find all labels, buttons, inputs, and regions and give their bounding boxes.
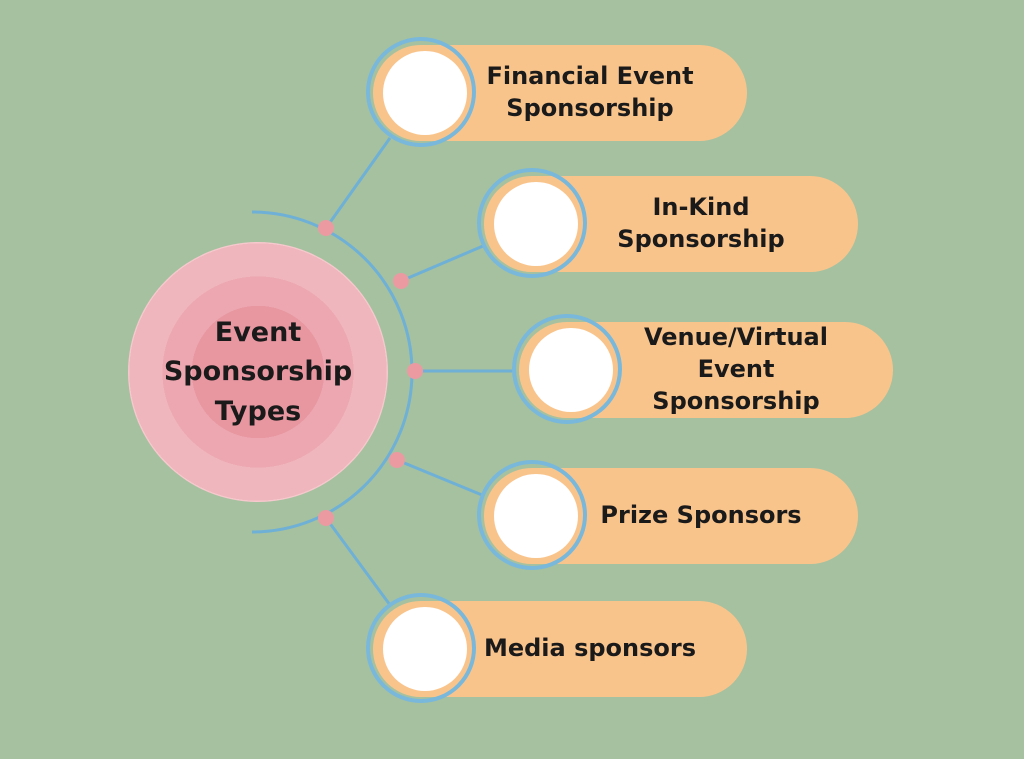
node-pill-financial: Financial Event Sponsorship (366, 37, 747, 147)
node-circle-icon (529, 328, 613, 412)
node-ring-icon (477, 460, 587, 570)
node-ring-icon (477, 168, 587, 278)
node-pill-venue-virtual: Venue/Virtual Event Sponsorship (512, 314, 893, 424)
node-ring-icon (366, 593, 476, 703)
junction-dot (318, 220, 334, 236)
node-circle-icon (383, 51, 467, 135)
center-node-label: Event Sponsorship Types (163, 317, 353, 427)
node-label: Media sponsors (483, 634, 697, 663)
node-label: In-Kind Sponsorship (617, 193, 785, 253)
node-ring-icon (512, 314, 622, 424)
connector-in-kind (400, 244, 484, 283)
connector-media (324, 517, 392, 606)
node-label: Prize Sponsors (600, 501, 802, 530)
center-node: Event Sponsorship Types (128, 242, 388, 502)
connector-prize (396, 458, 483, 497)
node-circle-icon (383, 607, 467, 691)
junction-dot (389, 452, 405, 468)
node-pill-media: Media sponsors (366, 593, 747, 703)
node-circle-icon (494, 474, 578, 558)
junction-dot (393, 273, 409, 289)
node-circle-icon (494, 182, 578, 266)
node-pill-in-kind: In-Kind Sponsorship (477, 168, 858, 278)
connector-financial (324, 137, 392, 229)
node-ring-icon (366, 37, 476, 147)
node-pill-prize: Prize Sponsors (477, 460, 858, 570)
junction-dot (318, 510, 334, 526)
node-label: Financial Event Sponsorship (486, 62, 694, 122)
junction-dot (407, 363, 423, 379)
node-label: Venue/Virtual Event Sponsorship (644, 323, 828, 415)
